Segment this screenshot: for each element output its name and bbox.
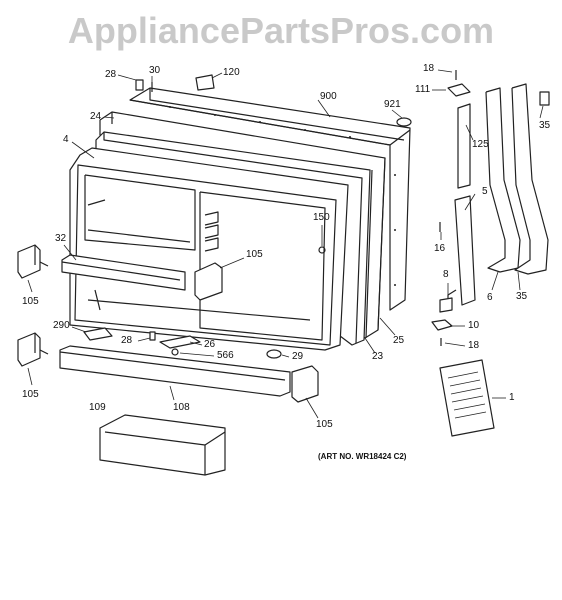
- hinge-parts: [431, 70, 476, 346]
- callout-290: 290: [53, 320, 70, 331]
- watermark-text: AppliancePartsPros.com: [67, 10, 495, 51]
- callout-28-top: 28: [105, 69, 117, 80]
- callout-108: 108: [173, 402, 190, 413]
- handle-6: [485, 87, 521, 273]
- end-cap-105-right: [291, 365, 319, 403]
- callout-10: 10: [468, 320, 480, 331]
- top-small-parts: [135, 74, 412, 254]
- callout-120: 120: [223, 67, 240, 78]
- callout-105-middle: 105: [246, 249, 263, 260]
- callout-25: 25: [393, 335, 405, 346]
- callout-900: 900: [320, 91, 337, 102]
- callout-32: 32: [55, 233, 67, 244]
- door-liner-4: [69, 147, 349, 351]
- callout-35-bottom: 35: [516, 291, 528, 302]
- callout-566: 566: [217, 350, 234, 361]
- leader-lines: [27, 69, 544, 419]
- door-bin-109: [99, 414, 226, 476]
- callout-30: 30: [149, 65, 161, 76]
- callout-18-lower: 18: [468, 340, 480, 351]
- callout-1: 1: [509, 392, 515, 403]
- art-number: (ART NO. WR18424 C2): [318, 452, 407, 461]
- callout-125: 125: [472, 139, 489, 150]
- callout-921: 921: [384, 99, 401, 110]
- callout-150: 150: [313, 212, 330, 223]
- callout-111: 111: [415, 84, 431, 95]
- callout-5: 5: [482, 186, 488, 197]
- callout-28-lower: 28: [121, 335, 133, 346]
- door-back-panel-900: [129, 87, 411, 311]
- callout-4: 4: [63, 134, 69, 145]
- callout-24: 24: [90, 111, 102, 122]
- end-cap-105-lower: [17, 332, 49, 367]
- callout-105-upper-left: 105: [22, 296, 39, 307]
- callout-35-top: 35: [539, 120, 551, 131]
- owners-manual-1: [439, 359, 495, 437]
- callout-18-top: 18: [423, 63, 435, 74]
- callout-105-lower-right: 105: [316, 419, 333, 430]
- callout-6: 6: [487, 292, 493, 303]
- small-parts-cluster: [83, 327, 282, 359]
- callout-23: 23: [372, 351, 384, 362]
- callout-109: 109: [89, 402, 106, 413]
- callout-8: 8: [443, 269, 449, 280]
- callout-16: 16: [434, 243, 446, 254]
- door-shelf-32: [61, 254, 186, 291]
- handle-trim-35: [511, 83, 550, 275]
- callout-105-lower-left: 105: [22, 389, 39, 400]
- callout-29: 29: [292, 351, 304, 362]
- callout-26: 26: [204, 339, 216, 350]
- end-cap-105-middle: [194, 262, 223, 301]
- end-cap-105-upper: [17, 244, 49, 279]
- door-shelf-108: [59, 345, 291, 397]
